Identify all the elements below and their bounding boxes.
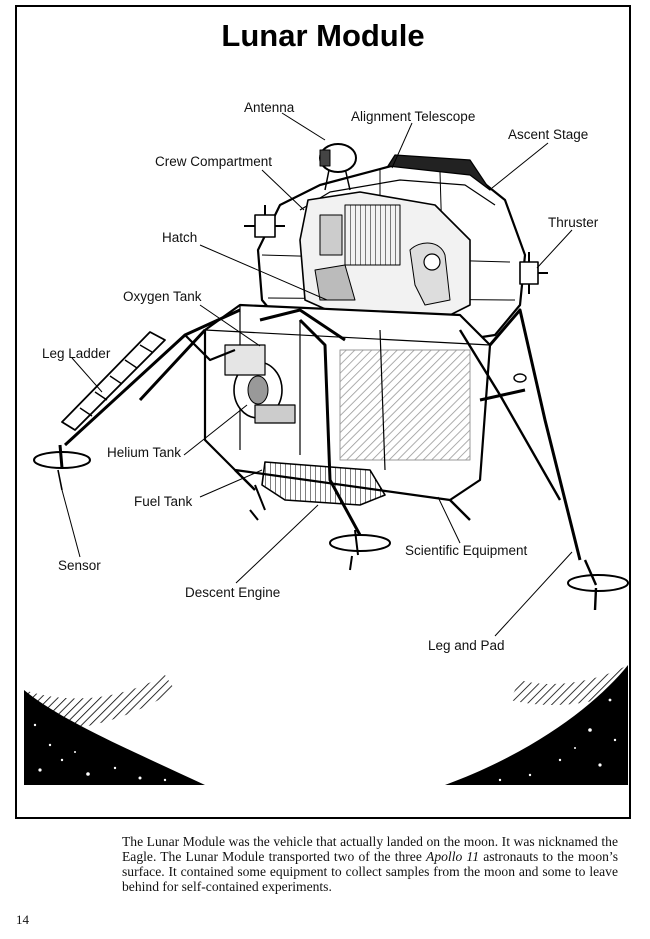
- label-thruster: Thruster: [548, 215, 599, 230]
- page-frame: [15, 5, 631, 819]
- leader-oxygen-tank: [199, 304, 261, 347]
- lunar-horizon-right: [445, 665, 628, 785]
- leader-scientific-equipment: [437, 496, 461, 544]
- caption: The Lunar Module was the vehicle that ac…: [122, 834, 618, 894]
- label-alignment-telescope: Alignment Telescope: [351, 109, 475, 124]
- lunar-horizon-left: [24, 675, 205, 785]
- leader-hatch: [199, 244, 328, 301]
- labels: Antenna Alignment Telescope Ascent Stage…: [42, 100, 599, 653]
- label-helium-tank: Helium Tank: [107, 445, 181, 460]
- label-descent-engine: Descent Engine: [185, 585, 280, 600]
- label-oxygen-tank: Oxygen Tank: [123, 289, 202, 304]
- label-crew-compartment: Crew Compartment: [155, 154, 272, 169]
- caption-text-end: astronauts to the moon’s surface. It con…: [122, 849, 618, 894]
- caption-apollo-11: Apollo 11: [426, 849, 480, 864]
- lunar-module-drawing: [33, 143, 629, 611]
- page-number: 14: [16, 912, 29, 927]
- leader-lines: [61, 112, 573, 637]
- leader-helium-tank: [183, 404, 248, 456]
- label-sensor: Sensor: [58, 558, 101, 573]
- leader-thruster: [536, 229, 573, 269]
- leader-ascent-stage: [491, 142, 549, 189]
- label-scientific-equipment: Scientific Equipment: [405, 543, 528, 558]
- label-fuel-tank: Fuel Tank: [134, 494, 193, 509]
- page-title: Lunar Module: [221, 18, 425, 53]
- leader-alignment-telescope: [391, 122, 413, 169]
- leader-crew-compartment: [261, 169, 305, 211]
- label-antenna: Antenna: [244, 100, 295, 115]
- caption-text-start: The Lunar Module was the vehicle that ac…: [122, 834, 618, 864]
- leader-antenna: [281, 112, 326, 141]
- leader-fuel-tank: [199, 469, 263, 498]
- leader-leg-and-pad: [494, 551, 573, 637]
- label-hatch: Hatch: [162, 230, 197, 245]
- label-leg-and-pad: Leg and Pad: [428, 638, 505, 653]
- label-leg-ladder: Leg Ladder: [42, 346, 111, 361]
- leader-descent-engine: [235, 504, 319, 584]
- leader-sensor: [61, 489, 81, 558]
- leader-leg-ladder: [71, 357, 103, 393]
- label-ascent-stage: Ascent Stage: [508, 127, 588, 142]
